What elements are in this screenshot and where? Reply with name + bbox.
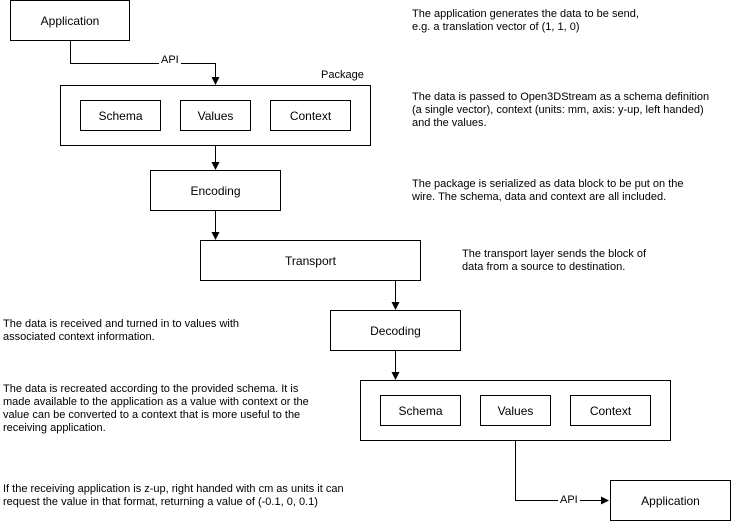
bottom-application-label: Application bbox=[641, 493, 700, 508]
bottom-application-box: Application bbox=[610, 480, 731, 521]
top-package-label: Package bbox=[321, 69, 364, 81]
decoding-box: Decoding bbox=[330, 310, 461, 351]
top-values-label: Values bbox=[197, 108, 234, 123]
top-application-box: Application bbox=[10, 0, 130, 41]
note-encoding: The package is serialized as data block … bbox=[412, 178, 684, 203]
note-transport: The transport layer sends the block of d… bbox=[462, 248, 647, 273]
top-application-label: Application bbox=[40, 13, 100, 28]
bottom-values-label: Values bbox=[497, 403, 534, 418]
note-recreate: The data is recreated according to the p… bbox=[3, 383, 309, 434]
bottom-schema-label: Schema bbox=[398, 403, 443, 418]
transport-box: Transport bbox=[200, 240, 421, 281]
application-to-package-arrow bbox=[70, 41, 220, 85]
bottom-api-label: API bbox=[558, 494, 580, 507]
encoding-label: Encoding bbox=[190, 183, 241, 198]
top-schema-label: Schema bbox=[98, 108, 143, 123]
top-context-box: Context bbox=[270, 100, 351, 131]
package-to-application-arrow bbox=[515, 441, 609, 505]
note-request: If the receiving application is z-up, ri… bbox=[3, 483, 344, 508]
note-package: The data is passed to Open3DStream as a … bbox=[412, 91, 710, 129]
bottom-values-box: Values bbox=[480, 395, 551, 426]
bottom-context-box: Context bbox=[570, 395, 651, 426]
bottom-context-label: Context bbox=[589, 403, 632, 418]
transport-label: Transport bbox=[285, 253, 336, 268]
decoding-label: Decoding bbox=[370, 323, 421, 338]
encoding-box: Encoding bbox=[150, 170, 281, 211]
note-decoding: The data is received and turned in to va… bbox=[3, 318, 240, 343]
note-application: The application generates the data to be… bbox=[412, 8, 639, 33]
top-schema-box: Schema bbox=[80, 100, 161, 131]
top-api-label: API bbox=[159, 54, 181, 67]
top-context-label: Context bbox=[289, 108, 332, 123]
top-values-box: Values bbox=[180, 100, 251, 131]
bottom-schema-box: Schema bbox=[380, 395, 461, 426]
